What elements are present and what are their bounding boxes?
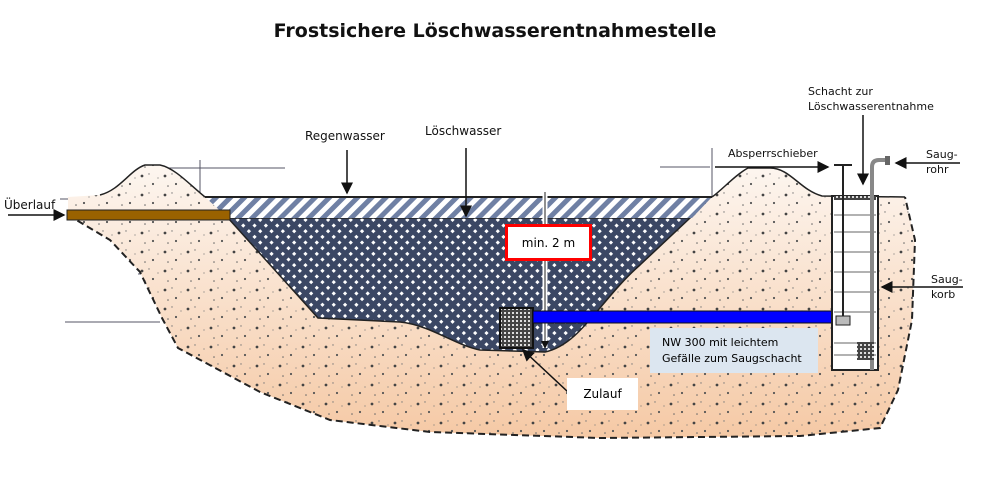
gate-valve [835, 315, 851, 326]
soil-outline [67, 196, 917, 440]
label-schacht: Schacht zur Löschwasserentnahme [808, 84, 934, 114]
suction-pipe [870, 158, 886, 370]
overflow-pipe [66, 209, 231, 221]
label-absperrschieber: Absperrschieber [728, 147, 818, 160]
min-depth-box: min. 2 m [505, 224, 592, 261]
label-regenwasser: Regenwasser [305, 129, 385, 143]
label-saugrohr-line2: rohr [926, 163, 949, 176]
label-saugkorb: Saug- korb [931, 272, 963, 302]
label-saugkorb-line2: korb [931, 288, 956, 301]
zulauf-arrow [521, 348, 569, 393]
pipe-label-box: NW 300 mit leichtem Gefälle zum Saugscha… [650, 328, 818, 373]
label-saugrohr-line1: Saug- [926, 148, 958, 161]
inflow-box [499, 307, 534, 349]
pipe-label-line1: NW 300 mit leichtem [662, 335, 779, 349]
main-pipe [532, 310, 834, 324]
diagram-title: Frostsichere Löschwasserentnahmestelle [273, 20, 717, 42]
label-saugrohr: Saug- rohr [926, 147, 958, 177]
extraction-shaft [831, 156, 890, 371]
label-loeschwasser: Löschwasser [425, 124, 502, 138]
label-schacht-line2: Löschwasserentnahme [808, 100, 934, 113]
label-saugkorb-line1: Saug- [931, 273, 963, 286]
label-schacht-line1: Schacht zur [808, 85, 873, 98]
suction-basket [857, 342, 874, 360]
pipe-label-line2: Gefälle zum Saugschacht [662, 351, 802, 365]
label-ueberlauf: Überlauf [4, 198, 56, 212]
rainwater-band [205, 197, 712, 218]
zulauf-label-box: Zulauf [567, 378, 638, 410]
